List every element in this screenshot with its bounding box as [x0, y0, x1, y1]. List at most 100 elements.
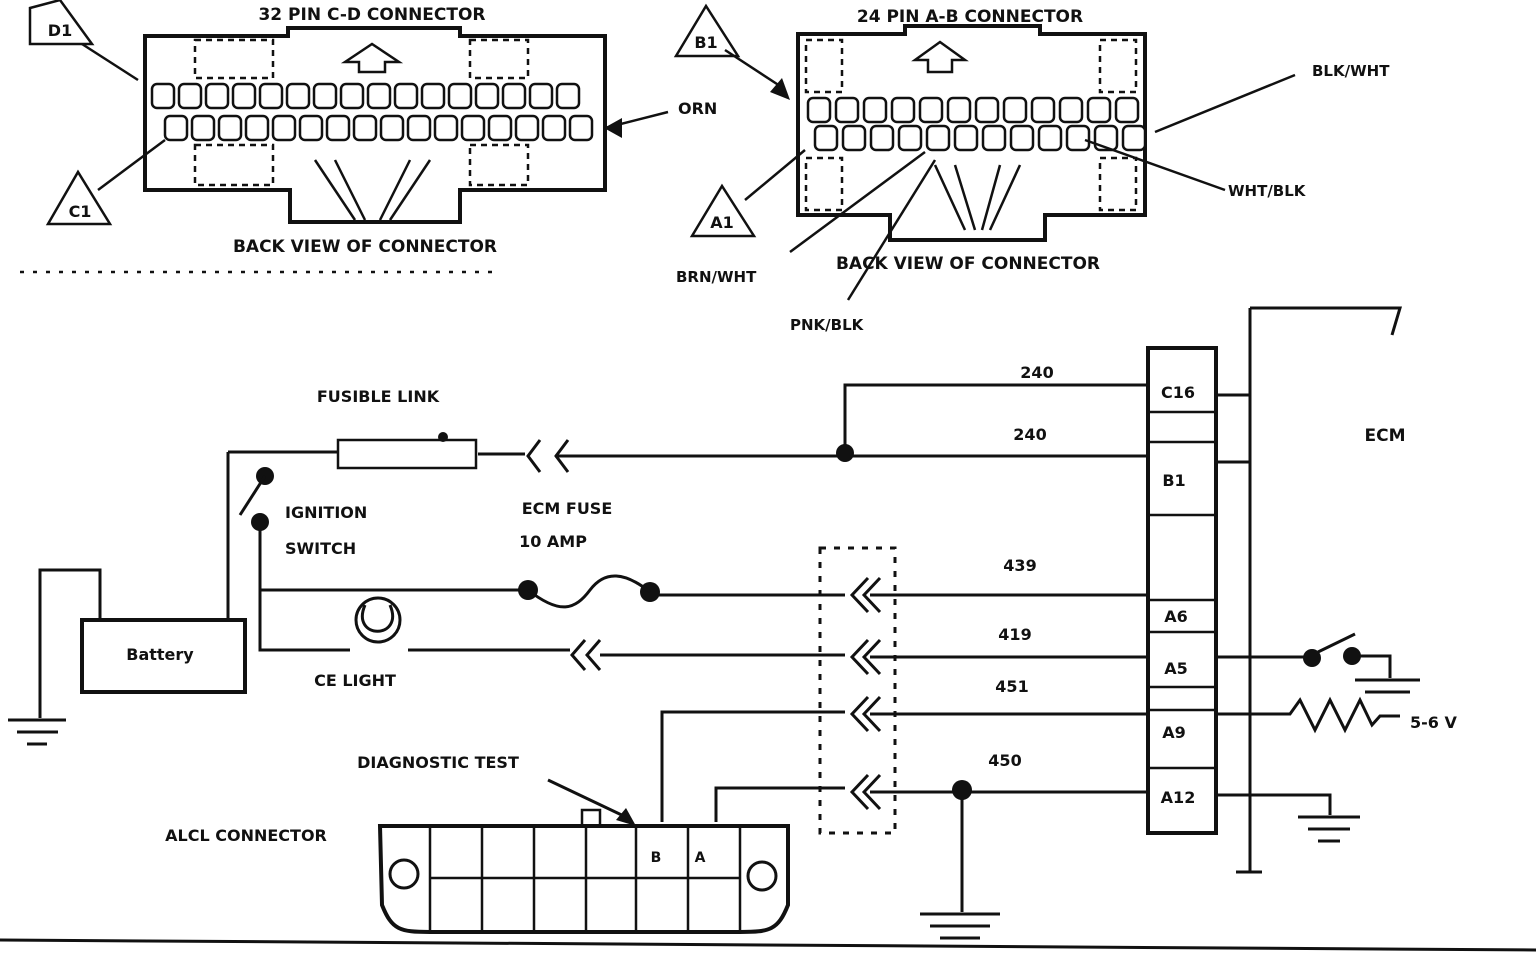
connector-pin-cavity: [541, 114, 567, 142]
circuit-439: 439: [1003, 556, 1036, 575]
connector-pin-cavity: [806, 96, 832, 124]
connector-pin-cavity: [568, 114, 594, 142]
ignition-switch-label-2: SWITCH: [285, 539, 356, 558]
alcl-connector-label: ALCL CONNECTOR: [165, 826, 327, 845]
diagnostic-test-label: DIAGNOSTIC TEST: [357, 753, 519, 772]
connector-pin-cavity: [298, 114, 324, 142]
ecm-pin-a9: A9: [1162, 723, 1186, 742]
connector-pin-cavity: [1093, 124, 1119, 152]
connector-pin-cavity: [190, 114, 216, 142]
c1-marker-triangle: [45, 169, 113, 226]
ecm-label: ECM: [1364, 426, 1405, 446]
alcl-pin-b: B: [651, 850, 662, 866]
ecm-pin-block: [1146, 346, 1218, 835]
ce-light-label: CE LIGHT: [314, 671, 396, 690]
connector-pin-cavity: [1065, 124, 1091, 152]
connector-pin-cavity: [487, 114, 513, 142]
connector-pin-cavity: [433, 114, 459, 142]
ignition-switch-label-1: IGNITION: [285, 503, 367, 522]
connector-pin-cavity: [862, 96, 888, 124]
connector-pin-cavity: [447, 82, 473, 110]
ecm-pin-c16: C16: [1161, 383, 1195, 402]
connector-pin-cavity: [953, 124, 979, 152]
connector-pin-cavity: [834, 96, 860, 124]
ecm-pin-a6: A6: [1164, 607, 1188, 626]
alcl-pin-a: A: [695, 850, 706, 866]
connector-pin-cavity: [918, 96, 944, 124]
connector-pin-cavity: [460, 114, 486, 142]
a1-marker-triangle: [689, 183, 757, 238]
connector-pin-cavity: [528, 82, 554, 110]
connector-pin-cavity: [271, 114, 297, 142]
c1-marker-label: C1: [69, 202, 92, 221]
connector-pin-cavity: [352, 114, 378, 142]
circuit-419: 419: [998, 625, 1031, 644]
ab-pins-top-row: [806, 96, 1140, 124]
wht-blk-wire-label: WHT/BLK: [1228, 182, 1307, 200]
voltage-label: 5-6 V: [1410, 713, 1457, 732]
connector-pin-cavity: [501, 82, 527, 110]
connector-pin-cavity: [981, 124, 1007, 152]
connector-pin-cavity: [555, 82, 581, 110]
connector-pin-cavity: [841, 124, 867, 152]
cd-pins-bottom-row: [163, 114, 594, 142]
connector-pin-cavity: [244, 114, 270, 142]
a1-marker-label: A1: [710, 213, 734, 232]
ecm-fuse-label-1: ECM FUSE: [522, 499, 613, 518]
ab-pins-bottom-row: [813, 124, 1147, 152]
ecm-pin-a12: A12: [1161, 788, 1196, 807]
ecm-fuse-label-2: 10 AMP: [519, 532, 587, 551]
connector-pin-cavity: [1030, 96, 1056, 124]
connector-chevrons: [849, 576, 882, 811]
connector-pin-cavity: [897, 124, 923, 152]
d1-marker-label: D1: [48, 21, 72, 40]
connector-pin-cavity: [177, 82, 203, 110]
connector-pin-cavity: [231, 82, 257, 110]
cd-connector-title: 32 PIN C-D CONNECTOR: [258, 5, 485, 25]
orn-wire-label: ORN: [678, 99, 717, 118]
cd-pins-top-row: [150, 82, 581, 110]
circuit-451: 451: [995, 677, 1028, 696]
battery-label: Battery: [126, 645, 194, 664]
connector-pin-cavity: [1058, 96, 1084, 124]
connector-pin-cavity: [1037, 124, 1063, 152]
connector-pin-cavity: [474, 82, 500, 110]
cd-back-view-label: BACK VIEW OF CONNECTOR: [233, 237, 497, 257]
circuit-240-main: 240: [1013, 425, 1046, 444]
connector-pin-cavity: [150, 82, 176, 110]
circuit-450: 450: [988, 751, 1021, 770]
connector-pin-cavity: [1009, 124, 1035, 152]
b1-marker-label: B1: [694, 33, 717, 52]
connector-pin-cavity: [890, 96, 916, 124]
connector-pin-cavity: [1002, 96, 1028, 124]
connector-pin-cavity: [312, 82, 338, 110]
connector-pin-cavity: [974, 96, 1000, 124]
connector-pin-cavity: [1121, 124, 1147, 152]
ab-back-view-label: BACK VIEW OF CONNECTOR: [836, 254, 1100, 274]
b1-marker-triangle: [673, 3, 741, 58]
schematic: ECM C16 B1 A6 A5 A9 A12 240 240 FUSIBLE …: [8, 306, 1457, 940]
connector-pin-cavity: [258, 82, 284, 110]
connector-pin-cavity: [946, 96, 972, 124]
connector-pin-cavity: [366, 82, 392, 110]
battery-box: [80, 618, 247, 694]
connector-pin-cavity: [339, 82, 365, 110]
ab-connector-title: 24 PIN A-B CONNECTOR: [857, 7, 1083, 27]
connector-pin-cavity: [285, 82, 311, 110]
connector-pin-cavity: [925, 124, 951, 152]
connector-pin-cavity: [163, 114, 189, 142]
circuit-240-top: 240: [1020, 363, 1053, 382]
connector-pin-cavity: [204, 82, 230, 110]
connector-pin-cavity: [1086, 96, 1112, 124]
connector-pin-cavity: [379, 114, 405, 142]
connector-pin-cavity: [869, 124, 895, 152]
connector-pin-cavity: [217, 114, 243, 142]
cd-connector: 32 PIN C-D CONNECTOR BACK VIEW OF CONNEC…: [28, 0, 717, 257]
d1-marker-triangle: [28, 0, 95, 46]
connector-pin-cavity: [325, 114, 351, 142]
connector-pin-cavity: [514, 114, 540, 142]
ecm-pin-a5: A5: [1164, 659, 1188, 678]
ab-connector: 24 PIN A-B CONNECTOR BACK VIEW OF CONNEC…: [673, 3, 1390, 334]
blk-wht-wire-label: BLK/WHT: [1312, 62, 1390, 80]
